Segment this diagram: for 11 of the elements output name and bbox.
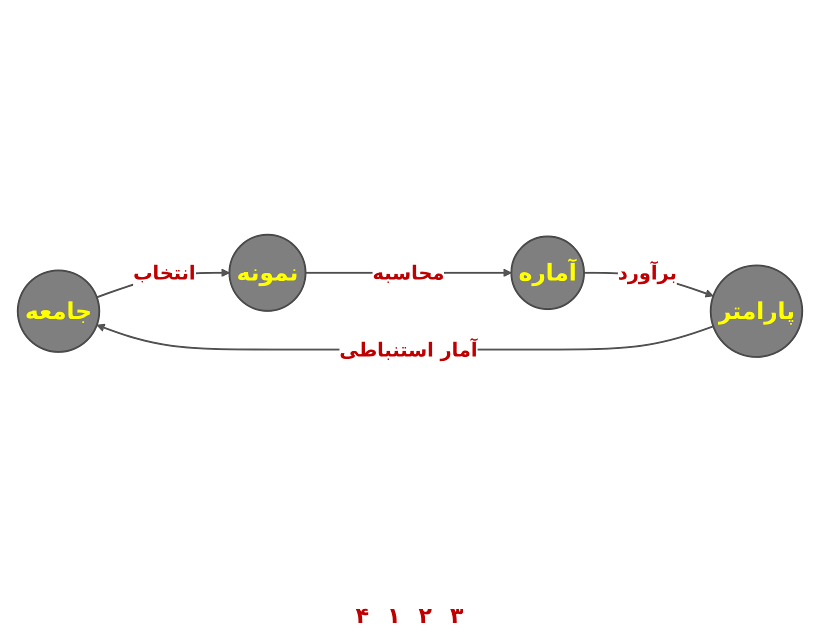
edge-label: محاسبه	[372, 260, 444, 284]
node-circle: پارامتر	[709, 264, 803, 358]
step-number: ۱	[387, 604, 400, 629]
edge-label: برآورد	[617, 260, 676, 284]
step-number: ۴	[356, 604, 370, 629]
step-number: ۳	[450, 604, 464, 629]
edge-label: انتخاب	[132, 260, 196, 284]
edge-label: آمار استنباطی	[338, 338, 478, 361]
node-circle: نمونه	[228, 233, 306, 312]
step-number: ۲	[418, 604, 432, 629]
node-circle: جامعه	[16, 269, 100, 352]
